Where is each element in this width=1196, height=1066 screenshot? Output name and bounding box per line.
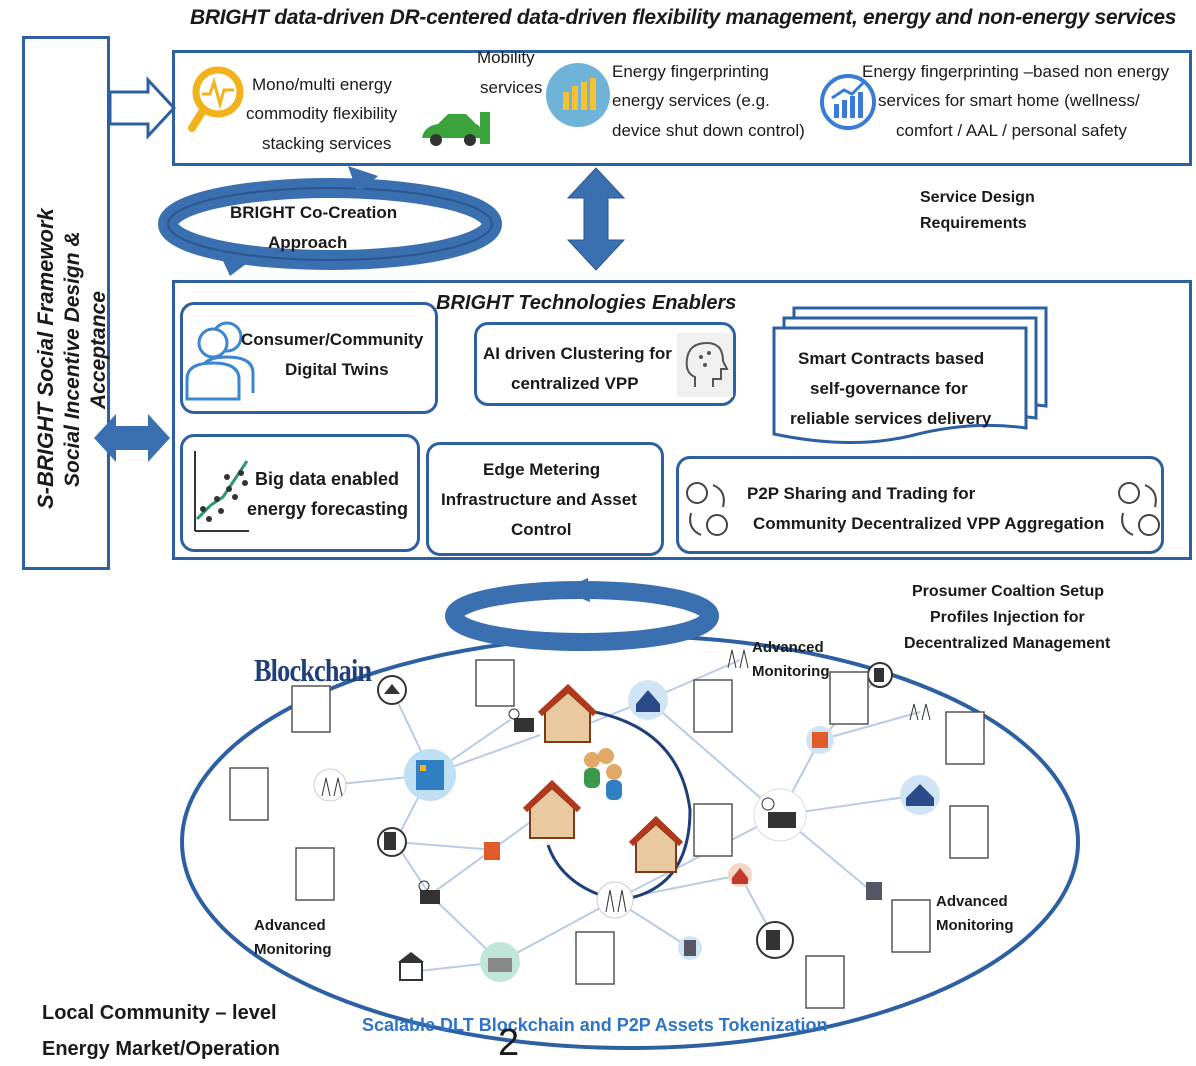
mobility-line-1: Mobility	[477, 48, 535, 67]
flex-line-1: Mono/multi energy	[252, 75, 392, 94]
prosumer-line-1: Prosumer Coaltion Setup	[912, 583, 1105, 600]
p2p-exchange-icon-right	[1118, 482, 1160, 536]
p2p-line-2: Community Decentralized VPP Aggregation	[753, 514, 1105, 533]
framework-enablers-arrow	[94, 414, 170, 462]
edge-line-3: Control	[511, 520, 572, 539]
service-design-line-1: Service Design	[920, 189, 1035, 206]
twins-line-2: Digital Twins	[285, 360, 389, 379]
bigdata-line-1: Big data enabled	[255, 469, 400, 489]
fingerprint-line-3: device shut down control)	[612, 121, 805, 140]
advanced-monitoring-right-2: Monitoring	[936, 917, 1014, 934]
ai-head-icon	[677, 333, 733, 397]
energy-bars-icon	[546, 63, 610, 127]
p2p-exchange-icon-left	[686, 482, 728, 536]
nonenergy-line-2: services for smart home (wellness/	[878, 91, 1140, 110]
building-node	[404, 749, 456, 801]
people-icon	[185, 321, 255, 401]
advanced-monitoring-top-2: Monitoring	[752, 663, 830, 680]
nonenergy-line-1: Energy fingerprinting –based non energy	[862, 62, 1170, 81]
prosumer-line-3: Decentralized Management	[904, 635, 1111, 652]
advanced-monitoring-left-1: Advanced	[254, 917, 326, 934]
p2p-trading-card: P2P Sharing and Trading for Community De…	[676, 456, 1164, 554]
community-people-node	[584, 748, 622, 800]
services-enablers-arrow	[566, 167, 626, 271]
ai-clustering-card: AI driven Clustering for centralized VPP	[474, 322, 736, 406]
smart-line-2: self-governance for	[810, 379, 968, 398]
cocreation-line-1: BRIGHT Co-Creation	[230, 203, 398, 222]
house-node-1	[537, 683, 598, 743]
ev-charger-node-right	[867, 662, 893, 688]
building-node-small	[484, 842, 500, 860]
mobility-line-2: services	[480, 78, 543, 97]
advanced-monitoring-top-1: Advanced	[752, 639, 824, 656]
wind-node-right	[909, 703, 931, 721]
house-node-3	[628, 815, 684, 873]
p2p-line-1: P2P Sharing and Trading for	[747, 484, 976, 503]
ev-charger-node-bottom	[756, 921, 794, 959]
framework-to-services-arrow	[108, 76, 177, 140]
bigdata-line-2: energy forecasting	[247, 499, 409, 519]
flex-line-3: stacking services	[262, 134, 392, 153]
solar-node-top	[508, 708, 534, 732]
advanced-monitoring-right-1: Advanced	[936, 893, 1008, 910]
wind-node-left	[313, 768, 347, 802]
nonenergy-line-3: comfort / AAL / personal safety	[896, 121, 1127, 140]
edge-line-1: Edge Metering	[483, 460, 601, 479]
tower-node	[866, 882, 882, 900]
ai-line-1: AI driven Clustering for	[483, 344, 672, 363]
electric-car-icon	[422, 112, 490, 146]
smart-home-node-right	[900, 775, 940, 815]
page-number: 2	[498, 1022, 520, 1064]
smart-home-node-left	[377, 675, 407, 705]
advanced-monitoring-left-2: Monitoring	[254, 941, 332, 958]
home-node-bottom	[480, 942, 520, 982]
diagram-title: BRIGHT data-driven DR-centered data-driv…	[190, 6, 1177, 29]
hotel-node	[806, 726, 834, 754]
services-panel	[172, 50, 1192, 166]
wind-node-center	[596, 881, 634, 919]
office-node	[678, 936, 702, 960]
social-framework-panel: S-BRIGHT Social Framework Social Incenti…	[22, 36, 110, 570]
smart-line-1: Smart Contracts based	[798, 349, 985, 368]
solar-node-left	[418, 880, 440, 904]
house-node-small	[728, 863, 752, 887]
network-caption: Scalable DLT Blockchain and P2P Assets T…	[362, 1015, 828, 1035]
edge-line-2: Infrastructure and Asset	[441, 490, 637, 509]
digital-twins-card: Consumer/Community Digital Twins	[180, 302, 438, 414]
cocreation-cycle-arrow	[158, 166, 502, 276]
smart-home-node-top	[628, 680, 668, 720]
ev-charger-node	[377, 827, 407, 857]
fingerprint-line-1: Energy fingerprinting	[612, 62, 769, 81]
fingerprint-line-2: energy services (e.g.	[612, 91, 770, 110]
ai-line-2: centralized VPP	[511, 374, 639, 393]
twins-line-1: Consumer/Community	[241, 330, 424, 349]
smart-contract-docs	[229, 659, 989, 1009]
market-line-2: Energy Market/Operation	[42, 1038, 280, 1060]
prosumer-line-2: Profiles Injection for	[930, 609, 1085, 626]
house-node-2	[522, 779, 582, 839]
service-design-line-2: Requirements	[920, 215, 1027, 232]
growth-chart-icon	[820, 74, 876, 130]
cocreation-line-2: Approach	[268, 233, 348, 252]
smart-line-3: reliable services delivery	[790, 409, 992, 428]
flexibility-icon	[188, 66, 244, 132]
market-line-1: Local Community – level	[42, 1002, 277, 1024]
blockchain-label: Blockchain	[254, 652, 372, 688]
edge-metering-card: Edge Metering Infrastructure and Asset C…	[426, 442, 664, 556]
bank-node	[398, 952, 424, 981]
scatter-trend-icon	[194, 451, 249, 532]
solar-node-right	[753, 788, 807, 842]
enablers-title: BRIGHT Technologies Enablers	[436, 292, 737, 314]
smart-contracts-stack	[772, 306, 1048, 444]
big-data-card: Big data enabled energy forecasting	[180, 434, 420, 552]
flex-line-2: commodity flexibility	[246, 104, 398, 123]
wind-node-top	[727, 649, 749, 669]
